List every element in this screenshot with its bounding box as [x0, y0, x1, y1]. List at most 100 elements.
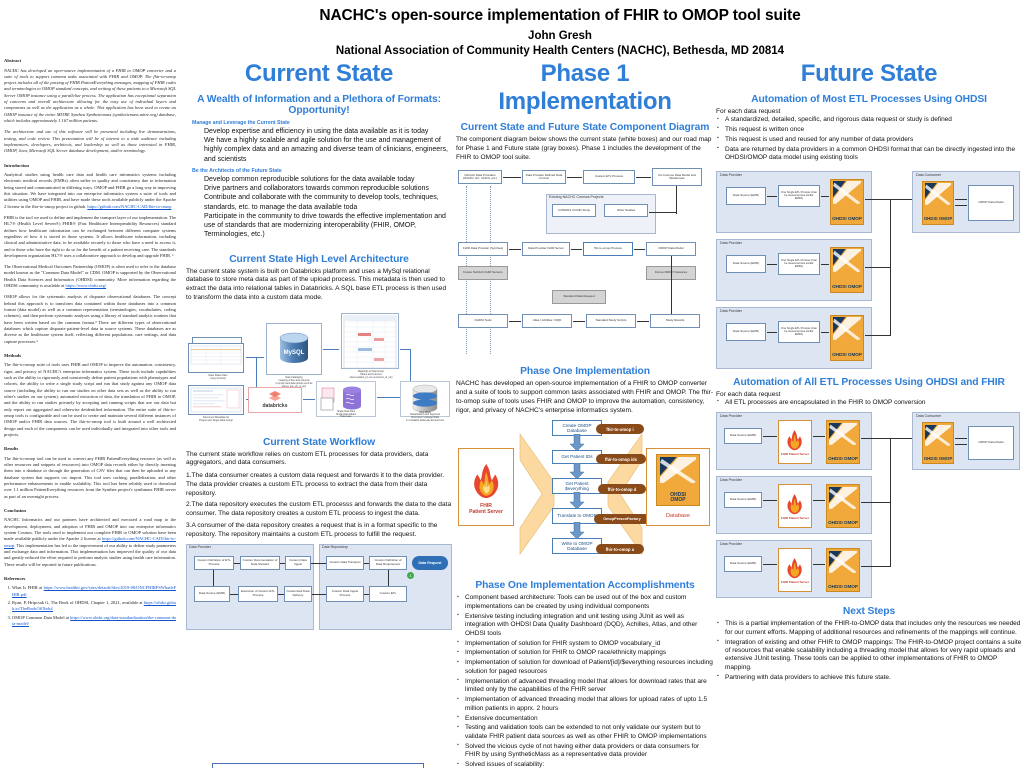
column-abstract: Abstract NACHC has developed an open-sou… [4, 58, 176, 764]
connector [509, 249, 521, 250]
connector [763, 564, 777, 565]
connector [649, 212, 677, 213]
connector [213, 569, 214, 586]
references-heading: References [4, 575, 26, 581]
ohdsi-mark-icon [924, 183, 952, 206]
data-request-pill: Data Request [412, 555, 448, 570]
workflow-box: Custom Data Ingest [285, 555, 311, 570]
future-state-bullets-2: All ETL processes are encapsulated in th… [716, 398, 1022, 407]
arrow-line [256, 356, 257, 399]
reference-link[interactable]: https://ohdsi.github.io/TheBookOfOhdsi/ [12, 600, 176, 612]
abstract-heading: Abstract [4, 58, 22, 63]
future-diagram-ohdsi-fhir: Data Provider Data Source (EMR) FHIR Pat… [716, 412, 1022, 602]
page-title: NACHC's open-source implementation of FH… [319, 7, 801, 24]
reference-text: OMOP Common Data Model at [12, 614, 71, 620]
ohdsi-logo-text: OHDSI OMOP [828, 519, 858, 525]
ohdsi-logo-text: OHDSI OMOP [832, 216, 862, 222]
future-state-lead-2: For each data request [716, 390, 781, 398]
fhir-flame-icon [473, 464, 499, 499]
final-caption: Data Mode Classifications and Segments S… [406, 411, 444, 422]
ohdsi-logo-text: OHDSI OMOP [832, 352, 862, 358]
introduction-paragraph-1: Analytical studies using health care dat… [4, 172, 176, 210]
ohdsi-logo-text: OHDSI OMOP [828, 583, 858, 589]
accomplishment-item: Extensive documentation [456, 714, 714, 723]
ohdsi-mark-icon [828, 486, 858, 509]
mapping-table-node [341, 312, 399, 369]
module-pill: fhir-to-omop u [596, 544, 644, 555]
data-source-box: Data Source (EMR) [724, 428, 762, 445]
databricks-label: databricks [262, 403, 288, 410]
workflow-step: 2.The data repository executes the custo… [186, 501, 452, 518]
mapping-caption: Mappings to Data Group Tables and Column… [349, 369, 393, 379]
connector [955, 444, 967, 445]
next-step-item: Partnering with data providers to achiev… [716, 673, 1022, 682]
workflow-box: Data Source (EMR) [194, 585, 230, 602]
component-box: NACHC Data Providers (OCHIN, HC, CHCN, e… [458, 170, 502, 185]
accomplishment-item: Extensive testing including integration … [456, 612, 714, 638]
ohdsi-link[interactable]: https://www.ohdsi.org/ [65, 283, 107, 289]
connector [637, 321, 649, 322]
component-box-gray: Future NACHC FHIR Servers [458, 266, 508, 281]
provider-group-label: Data Provider [720, 172, 742, 177]
intro-p1-text: Analytical studies using health care dat… [4, 172, 176, 209]
ohdsi-logo: OHDSI OMOP [830, 314, 864, 361]
cosmos-projects-label: Existing NACHC Cosmos Projects [549, 195, 604, 200]
manage-group-label: Manage and Leverage the Current State [192, 120, 290, 126]
component-box: Data Provider FHIR Server [522, 242, 570, 257]
architects-line: Drive partners and collaborators towards… [204, 185, 429, 193]
manage-line: Develop expertise and efficiency in usin… [204, 128, 429, 135]
ohdsi-mark-icon [832, 317, 862, 341]
component-box-gray: Standard Data Request [552, 290, 606, 305]
results-heading: Results [4, 446, 19, 452]
connector [280, 562, 285, 564]
bus-line [890, 438, 914, 439]
component-box: Other Studies [604, 204, 648, 218]
workflow-step: 3.A consumer of the data repository crea… [186, 522, 438, 538]
connector [955, 204, 967, 206]
data-source-box: Data Source (EMR) [724, 492, 762, 509]
down-arrow-icon [569, 522, 585, 540]
reference-link[interactable]: https://www.healthit.gov/sites/default/f… [12, 585, 176, 597]
architecture-text: The current state system is built on Dat… [186, 267, 447, 301]
reference-link[interactable]: https://www.ohdsi.org/data-standardizati… [12, 614, 176, 626]
connector [388, 569, 389, 586]
component-box: Custom ETL Process [583, 170, 635, 185]
reference-text: What Is FHIR at [12, 585, 44, 591]
ohdsi-logo-text: OHDSI OMOP [670, 492, 686, 504]
architects-line: Develop common reproducible solutions fo… [204, 175, 415, 183]
table-thumbnail-icon [190, 345, 242, 364]
bus-line [865, 334, 891, 336]
abstract-paragraph-2: The architecture and use of this softwar… [4, 129, 176, 154]
connector [767, 263, 777, 265]
connector [312, 593, 326, 595]
accomplishment-item: Implementation of advanced threading mod… [456, 677, 714, 695]
module-pill: fhir-to-omop i [596, 424, 644, 435]
ohdsi-logo: OHDSI OMOP [826, 420, 860, 465]
connector [821, 331, 829, 333]
fhir-flame-icon [787, 493, 803, 515]
down-arrow-icon [569, 463, 585, 480]
ohdsi-logo-text: OHDSI OMOP [832, 284, 862, 290]
github-link-1[interactable]: https://github.com/NACHC-CAD/fhir-to-omo… [87, 203, 172, 209]
reference-item: OMOP Common Data Model at https://www.oh… [12, 615, 176, 628]
omop-data-model-box: OMOP Data Model [968, 184, 1014, 221]
accomplishment-item: Implementation of solution for download … [456, 659, 714, 676]
ohdsi-logo: OHDSI OMOP [830, 178, 864, 225]
module-pill: fhir-to-omop ids [596, 454, 646, 465]
connector [767, 331, 777, 333]
module-pill: fhir-to-omop d [598, 484, 646, 495]
github-link-2[interactable]: https://github.com/NACHC-CAD/fhir-to-omo… [4, 536, 176, 548]
fhir-flame-icon [787, 429, 803, 451]
data-source-box: Data Source (EMR) [726, 254, 766, 273]
workflow-box: Execution of Custom ETL Process [238, 585, 278, 602]
component-box: FHIR Data Provider (Synthea) [458, 242, 508, 257]
mysql-node: MySQL [266, 322, 322, 375]
workflow-box: Custom ETL [369, 585, 407, 602]
component-diagram-sub: Current State and Future State Component… [460, 122, 710, 133]
accomplishment-item: Component based architecture: Tools can … [456, 594, 714, 611]
phase1-heading: Phase 1 Implementation [498, 60, 672, 115]
accomplishments-list: Component based architecture: Tools can … [456, 594, 714, 768]
provider-group-label: Data Provider [720, 542, 742, 547]
workflow-box: Custom Definition of Data Requirement [369, 555, 407, 570]
